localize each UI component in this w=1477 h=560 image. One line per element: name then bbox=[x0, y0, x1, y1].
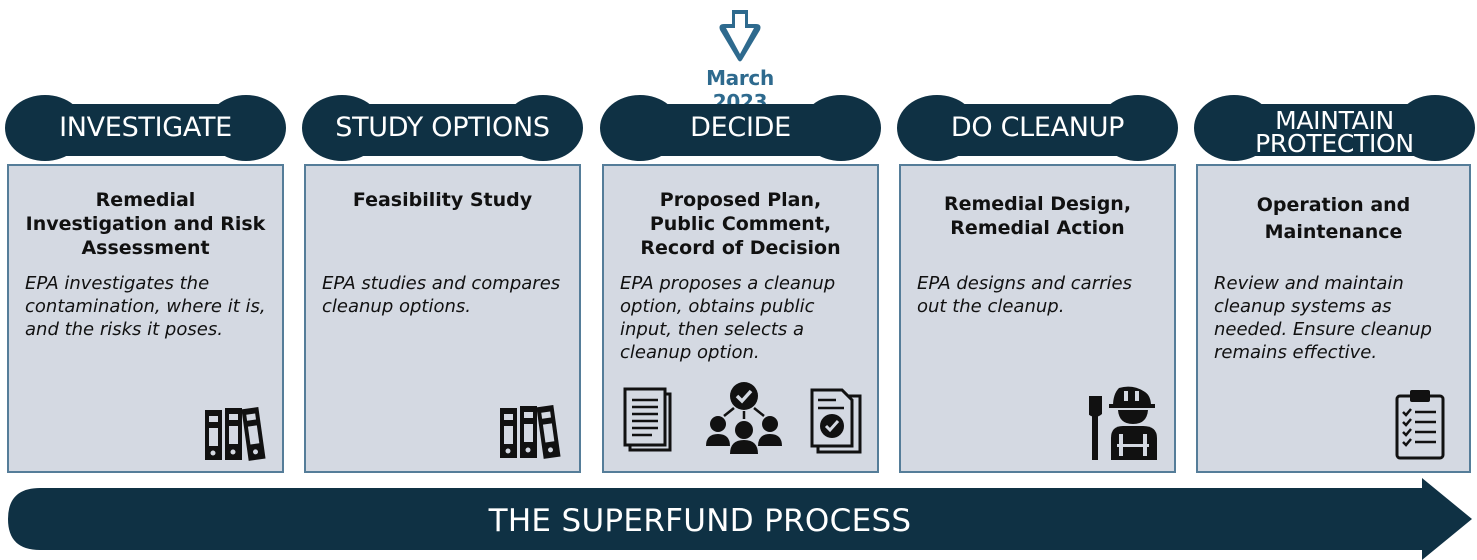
stage-card: Proposed Plan, Public Comment, Record of… bbox=[602, 164, 879, 473]
stage-header-label: INVESTIGATE bbox=[59, 112, 232, 143]
stage-header: DECIDE bbox=[600, 94, 881, 162]
stage-title: Operation and Maintenance bbox=[1256, 194, 1411, 243]
stage-header: INVESTIGATE bbox=[5, 94, 286, 162]
group-approval-icon bbox=[706, 382, 782, 454]
stage-card: Remedial Design, Remedial Action EPA des… bbox=[899, 164, 1176, 473]
stage-title: Feasibility Study bbox=[352, 189, 533, 211]
stage-decide: DECIDE Proposed Plan, Public Comment, Re… bbox=[600, 94, 881, 474]
stage-header-label: DECIDE bbox=[690, 112, 791, 143]
stage-title: Remedial Investigation and Risk Assessme… bbox=[25, 189, 266, 259]
stage-header: STUDY OPTIONS bbox=[302, 94, 583, 162]
process-arrow: THE SUPERFUND PROCESS bbox=[0, 478, 1477, 560]
stage-title: Proposed Plan, Public Comment, Record of… bbox=[640, 189, 841, 259]
stage-header-label: STUDY OPTIONS bbox=[335, 112, 550, 143]
stage-do-cleanup: DO CLEANUP Remedial Design, Remedial Act… bbox=[897, 94, 1178, 474]
binders-icon bbox=[500, 405, 561, 459]
binders-icon bbox=[205, 407, 266, 461]
stage-investigate: INVESTIGATE Remedial Investigation and R… bbox=[5, 94, 286, 474]
approved-document-icon bbox=[810, 388, 862, 454]
stage-description: EPA investigates the contamination, wher… bbox=[25, 273, 266, 340]
stage-description: EPA studies and compares cleanup options… bbox=[322, 273, 561, 317]
stage-header: MAINTAIN PROTECTION bbox=[1194, 94, 1475, 162]
stage-header-label: DO CLEANUP bbox=[950, 112, 1125, 143]
stage-title: Remedial Design, Remedial Action bbox=[943, 193, 1132, 239]
shield-arrow-down-icon bbox=[719, 10, 761, 62]
clipboard-checklist-icon bbox=[1395, 390, 1445, 460]
stage-card: Operation and Maintenance Review and mai… bbox=[1196, 164, 1471, 473]
stage-study-options: STUDY OPTIONS Feasibility Study EPA stud… bbox=[302, 94, 583, 474]
worker-with-shovel-icon bbox=[1089, 386, 1157, 460]
stage-card: Remedial Investigation and Risk Assessme… bbox=[7, 164, 284, 473]
stage-card: Feasibility Study EPA studies and compar… bbox=[304, 164, 581, 473]
stage-description: Review and maintain cleanup systems as n… bbox=[1214, 273, 1432, 363]
stage-header: DO CLEANUP bbox=[897, 94, 1178, 162]
process-arrow-label: THE SUPERFUND PROCESS bbox=[488, 503, 912, 539]
stage-maintain-protection: MAINTAIN PROTECTION Operation and Mainte… bbox=[1194, 94, 1475, 474]
documents-icon bbox=[623, 387, 672, 452]
stage-header-label: MAINTAIN PROTECTION bbox=[1255, 106, 1414, 158]
stage-description: EPA proposes a cleanup option, obtains p… bbox=[620, 273, 836, 363]
stage-description: EPA designs and carries out the cleanup. bbox=[917, 273, 1132, 317]
